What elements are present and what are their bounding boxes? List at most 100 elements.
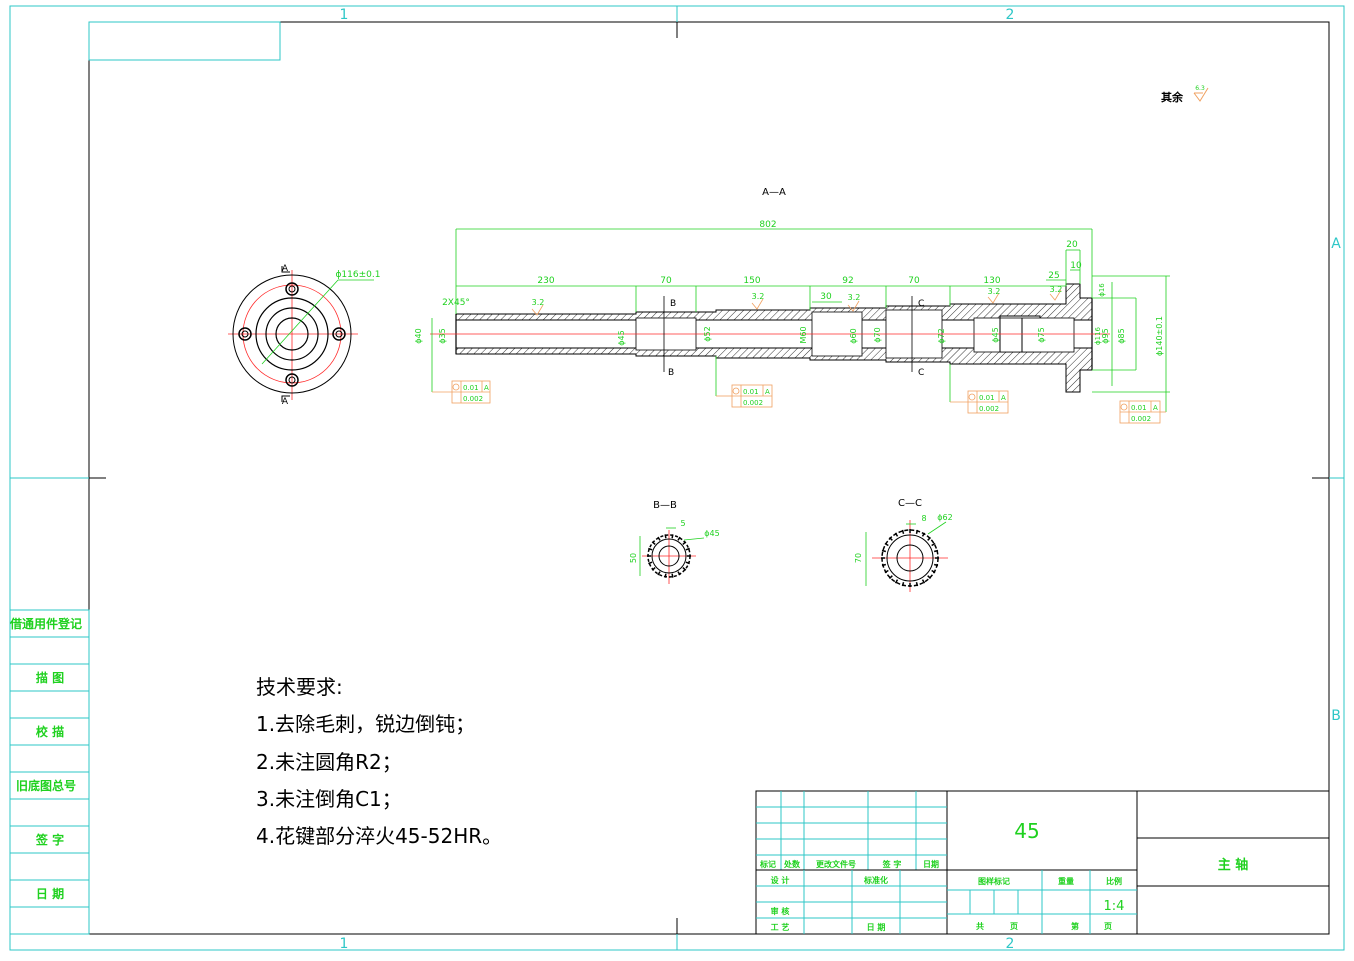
zone-top-2: 2 bbox=[1006, 7, 1015, 23]
cc-section-view bbox=[865, 520, 948, 592]
side-panel bbox=[9, 609, 90, 935]
row-label-process: 工 艺 bbox=[771, 922, 790, 932]
info-label-drawing-mark: 图样标记 bbox=[978, 876, 1010, 886]
tolerance-4-value-a: 0.01 bbox=[1131, 404, 1147, 412]
tolerance-4-value-b: 0.002 bbox=[1131, 415, 1151, 423]
dia-label-1: ϕ40 bbox=[414, 328, 423, 343]
spline-tooth bbox=[677, 536, 681, 541]
info-label-pages-2: 页 bbox=[1104, 922, 1112, 931]
zone-bottom-2: 2 bbox=[1006, 936, 1015, 952]
dia-label-14: ϕ140±0.1 bbox=[1155, 316, 1164, 356]
info-label-scale: 比例 bbox=[1106, 876, 1122, 886]
spline-tooth bbox=[671, 573, 674, 578]
tolerance-frame-2 bbox=[716, 384, 773, 408]
flange-bolt-circle-dim: ϕ116±0.1 bbox=[336, 270, 381, 280]
dia-label-3: ϕ45 bbox=[617, 330, 626, 345]
tolerance-1-value-b: 0.002 bbox=[463, 395, 483, 403]
section-mark-b-top: B bbox=[670, 299, 676, 309]
tech-requirements-title: 技术要求: bbox=[256, 675, 343, 699]
title-block-material: 45 bbox=[1014, 819, 1039, 843]
shaft-body bbox=[430, 283, 1110, 393]
dia-label-2: ϕ35 bbox=[438, 328, 447, 343]
spline-tooth bbox=[888, 536, 893, 541]
info-label-total: 共 bbox=[976, 921, 984, 931]
bb-spline-teeth bbox=[647, 534, 691, 578]
dim-segment-2: 70 bbox=[660, 276, 672, 286]
tolerance-2-value-a: 0.01 bbox=[743, 388, 759, 396]
tech-requirement-1: 1.去除毛刺，锐边倒钝； bbox=[256, 712, 475, 736]
zone-right-a: A bbox=[1331, 236, 1341, 252]
tolerance-4-datum: A bbox=[1153, 404, 1158, 412]
row-label-review: 审 核 bbox=[771, 906, 790, 916]
tech-requirement-2: 2.未注圆角R2； bbox=[256, 750, 402, 774]
spline-tooth bbox=[648, 547, 653, 551]
tolerance-3-value-b: 0.002 bbox=[979, 405, 999, 413]
dim-segment-4: 92 bbox=[842, 276, 853, 286]
roughness-note-value: 6.3 bbox=[1195, 85, 1205, 92]
dim-segment-3: 150 bbox=[743, 276, 760, 286]
spline-tooth bbox=[884, 542, 889, 547]
dim-segment-8: 20 bbox=[1066, 240, 1078, 250]
tolerance-3-datum: A bbox=[1001, 394, 1006, 402]
spline-tooth bbox=[931, 569, 936, 574]
spline-tooth bbox=[888, 575, 893, 580]
cc-view-title: C—C bbox=[898, 498, 922, 509]
bb-height-dim: 50 bbox=[629, 553, 638, 563]
tolerance-3-value-a: 0.01 bbox=[979, 394, 995, 402]
spline-tooth bbox=[682, 566, 687, 571]
dia-label-7: ϕ70 bbox=[873, 327, 882, 342]
revision-header-count: 处数 bbox=[783, 859, 801, 869]
dia-label-9: ϕ45 bbox=[991, 327, 1000, 342]
spline-tooth bbox=[685, 561, 690, 565]
spline-tooth bbox=[901, 529, 905, 535]
section-mark-b-bottom: B bbox=[668, 368, 674, 378]
info-label-number: 第 bbox=[1071, 921, 1079, 931]
dim-segment-9: 10 bbox=[1070, 261, 1082, 271]
dia-label-13: ϕ116 bbox=[1094, 326, 1102, 345]
row-label-design: 设 计 bbox=[771, 875, 790, 885]
roughness-note-label: 其余 bbox=[1161, 90, 1184, 104]
dia-label-4: ϕ52 bbox=[703, 326, 712, 341]
dia-label-15: ϕ16 bbox=[1098, 283, 1106, 297]
tech-requirement-4: 4.花键部分淬火45-52HR。 bbox=[256, 824, 502, 848]
title-block-scale: 1:4 bbox=[1104, 899, 1125, 914]
spline-tooth bbox=[657, 536, 661, 541]
dimension-lines bbox=[431, 228, 1170, 412]
spline-tooth bbox=[881, 549, 887, 553]
dia-label-6: ϕ60 bbox=[849, 328, 858, 343]
revision-header-document: 更改文件号 bbox=[816, 859, 856, 869]
spline-tooth bbox=[927, 536, 932, 541]
row-label-date: 日 期 bbox=[867, 922, 886, 932]
tech-requirement-3: 3.未注倒角C1； bbox=[256, 787, 402, 811]
tolerance-2-datum: A bbox=[765, 388, 770, 396]
zone-top-1: 1 bbox=[340, 7, 349, 23]
dia-label-10: ϕ75 bbox=[1037, 327, 1046, 342]
side-label-check: 校 描 bbox=[36, 724, 64, 739]
flange-end-view bbox=[228, 266, 374, 402]
title-block bbox=[755, 790, 1330, 935]
spline-tooth bbox=[657, 571, 661, 576]
dim-segment-5: 70 bbox=[908, 276, 920, 286]
tolerance-frame-1 bbox=[432, 380, 491, 404]
spline-tooth bbox=[685, 547, 690, 551]
spline-tooth bbox=[931, 542, 936, 547]
spline-tooth bbox=[677, 571, 681, 576]
zone-right-b: B bbox=[1331, 708, 1341, 724]
spline-tooth bbox=[884, 569, 889, 574]
dim-chamfer: 2X45° bbox=[442, 298, 470, 308]
section-mark-c-top: C bbox=[918, 299, 924, 309]
dim-inner-length: 30 bbox=[820, 292, 832, 302]
tolerance-1-value-a: 0.01 bbox=[463, 384, 479, 392]
cc-width-dim: 8 bbox=[921, 514, 926, 523]
spline-tooth bbox=[894, 579, 899, 584]
spline-tooth bbox=[894, 532, 899, 537]
main-view-title: A—A bbox=[762, 187, 786, 198]
bb-dia-dim: ϕ45 bbox=[704, 529, 719, 538]
revision-header-sign: 签 字 bbox=[882, 859, 902, 869]
dim-overall-length: 802 bbox=[759, 220, 776, 230]
revision-header-date: 日期 bbox=[923, 859, 939, 869]
side-label-register: 借通用件登记 bbox=[9, 616, 82, 631]
side-label-trace: 描 图 bbox=[36, 670, 64, 685]
